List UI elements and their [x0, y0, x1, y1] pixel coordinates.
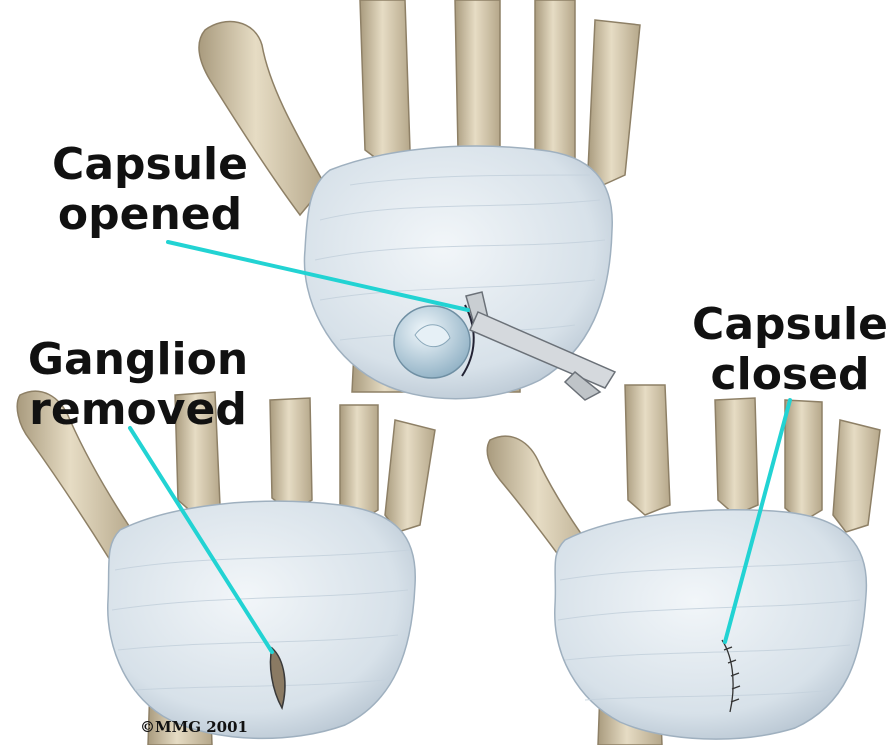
label-line: closed [690, 350, 890, 400]
label-line: Capsule [40, 140, 260, 190]
label-capsule-closed: Capsule closed [690, 300, 890, 400]
capsule [555, 510, 867, 739]
finger-bone [715, 398, 758, 515]
finger-bone [785, 400, 822, 522]
finger-bone [588, 20, 640, 185]
finger-bone [270, 398, 312, 512]
finger-bone [535, 0, 575, 172]
finger-bone [833, 420, 880, 532]
finger-bone [625, 385, 670, 515]
capsule-closed-panel [487, 385, 880, 745]
label-line: Ganglion [18, 335, 258, 385]
capsule [108, 501, 416, 738]
capsule-opened-panel [199, 0, 640, 400]
finger-bone [340, 405, 378, 522]
label-capsule-opened: Capsule opened [40, 140, 260, 240]
label-line: removed [18, 385, 258, 435]
finger-bone [455, 0, 500, 165]
ganglion-removed-panel [17, 391, 435, 745]
label-ganglion-removed: Ganglion removed [18, 335, 258, 435]
copyright-notice: ©MMG 2001 [140, 718, 248, 736]
label-line: Capsule [690, 300, 890, 350]
label-line: opened [40, 190, 260, 240]
finger-bone [360, 0, 410, 165]
finger-bone [385, 420, 435, 532]
